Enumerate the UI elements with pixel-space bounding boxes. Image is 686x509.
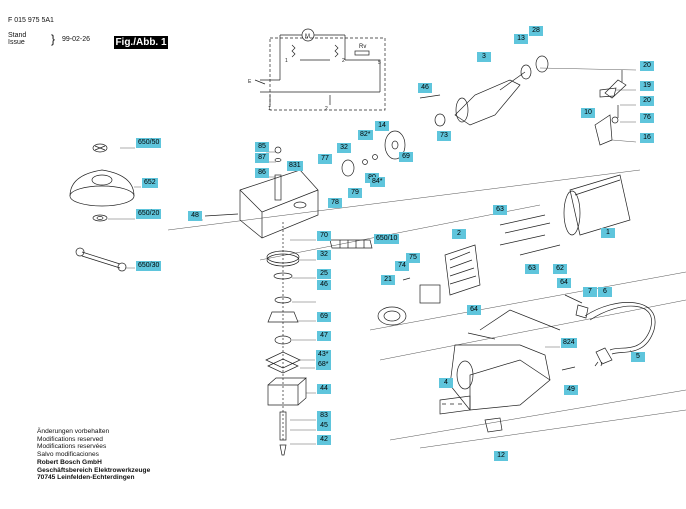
company-address: 70745 Leinfelden-Echterdingen (37, 474, 135, 482)
part-label: 69 (317, 312, 331, 322)
part-label: 32 (317, 250, 331, 260)
part-label: 86 (255, 168, 269, 178)
part-label: 45 (317, 421, 331, 431)
part-label: 5 (631, 352, 645, 362)
screws (402, 70, 627, 371)
leader-lines (108, 67, 637, 445)
part-label: 77 (318, 154, 332, 164)
part-label: 75 (406, 253, 420, 263)
part-label: 13 (514, 34, 528, 44)
part-label: 79 (348, 188, 362, 198)
part-label: 76 (640, 113, 654, 123)
part-label: 62 (553, 264, 567, 274)
part-label: 46 (418, 83, 432, 93)
part-label: 63 (525, 264, 539, 274)
part-label: 14 (375, 121, 389, 131)
part-label: 46 (317, 280, 331, 290)
part-label: 2 (452, 229, 466, 239)
part-label: 63 (493, 205, 507, 215)
part-label: 831 (287, 161, 303, 171)
part-label: 650/20 (136, 209, 162, 219)
company-name: Robert Bosch GmbH (37, 458, 102, 466)
rear-housing (439, 309, 561, 433)
part-label: 73 (437, 131, 451, 141)
axis-lines (167, 169, 686, 449)
part-label: 83 (317, 411, 331, 421)
spanner (75, 247, 127, 272)
part-label: 1 (601, 228, 615, 238)
part-label: 28 (529, 26, 543, 36)
issue-date: 99-02-26 (62, 36, 91, 43)
part-label: 44 (317, 384, 331, 394)
part-label: 47 (317, 331, 331, 341)
part-label: 650/50 (136, 138, 162, 148)
part-label: 48 (188, 211, 202, 221)
svg-text:5: 5 (378, 60, 381, 66)
part-label: 64 (557, 278, 571, 288)
part-label: 7 (583, 287, 597, 297)
part-label: 21 (381, 275, 395, 285)
part-label: 20 (640, 96, 654, 106)
part-label: 70 (317, 231, 331, 241)
footer-line: Modifications reservées (37, 443, 107, 451)
part-label: 32 (337, 143, 351, 153)
power-cord (575, 302, 656, 367)
part-label: 64 (467, 305, 481, 315)
part-label: 82* (358, 130, 373, 140)
svg-text:E: E (248, 79, 252, 85)
svg-text:1: 1 (268, 106, 271, 112)
stator (377, 214, 561, 326)
svg-text:M: M (305, 34, 310, 40)
document-number: F 015 975 5A1 (8, 17, 54, 24)
part-label: 49 (564, 385, 578, 395)
part-label: 78 (328, 198, 342, 208)
part-label: 6 (598, 287, 612, 297)
part-label: 650/10 (374, 234, 400, 244)
footer-line: Salvo modificaciones (37, 451, 99, 459)
part-label: 10 (581, 108, 595, 118)
part-label: 68* (316, 360, 331, 370)
part-label: 87 (255, 153, 269, 163)
part-label: 3 (477, 52, 491, 62)
wheel-guard (69, 143, 135, 222)
svg-text:Rv: Rv (359, 44, 366, 50)
svg-text:2: 2 (325, 106, 328, 112)
part-label: 16 (640, 133, 654, 143)
part-label: 19 (640, 81, 654, 91)
footer-line: Modifications reserved (37, 435, 103, 443)
part-label: 650/30 (136, 261, 162, 271)
armature (341, 55, 549, 177)
part-label: 43* (316, 350, 331, 360)
company-division: Geschäftsbereich Elektrowerkzeuge (37, 466, 151, 474)
part-label: 69 (399, 152, 413, 162)
svg-text:1: 1 (285, 58, 288, 64)
spindle-stack (265, 222, 307, 456)
part-label: 4 (439, 378, 453, 388)
part-label: 824 (561, 338, 577, 348)
footer-notes: Änderungen vorbehalten Modifications res… (37, 428, 150, 482)
part-label: 652 (142, 178, 158, 188)
side-handle (329, 239, 373, 249)
part-label: 42 (317, 435, 331, 445)
part-label: 74 (395, 261, 409, 271)
part-label: 25 (317, 269, 331, 279)
footer-line: Änderungen vorbehalten (37, 428, 110, 435)
wiring-schematic: M Rv E 1 2 1 2 5 (248, 28, 386, 112)
svg-text:2: 2 (342, 58, 345, 64)
figure-label: Fig./Abb. 1 (114, 36, 168, 49)
part-label: 85 (255, 142, 269, 152)
stand-issue-label: Stand Issue (8, 32, 27, 46)
part-label: 20 (640, 61, 654, 71)
motor-housing (563, 87, 631, 236)
part-label: 12 (494, 451, 508, 461)
part-label: 84* (370, 177, 385, 187)
brace: } (51, 32, 56, 46)
